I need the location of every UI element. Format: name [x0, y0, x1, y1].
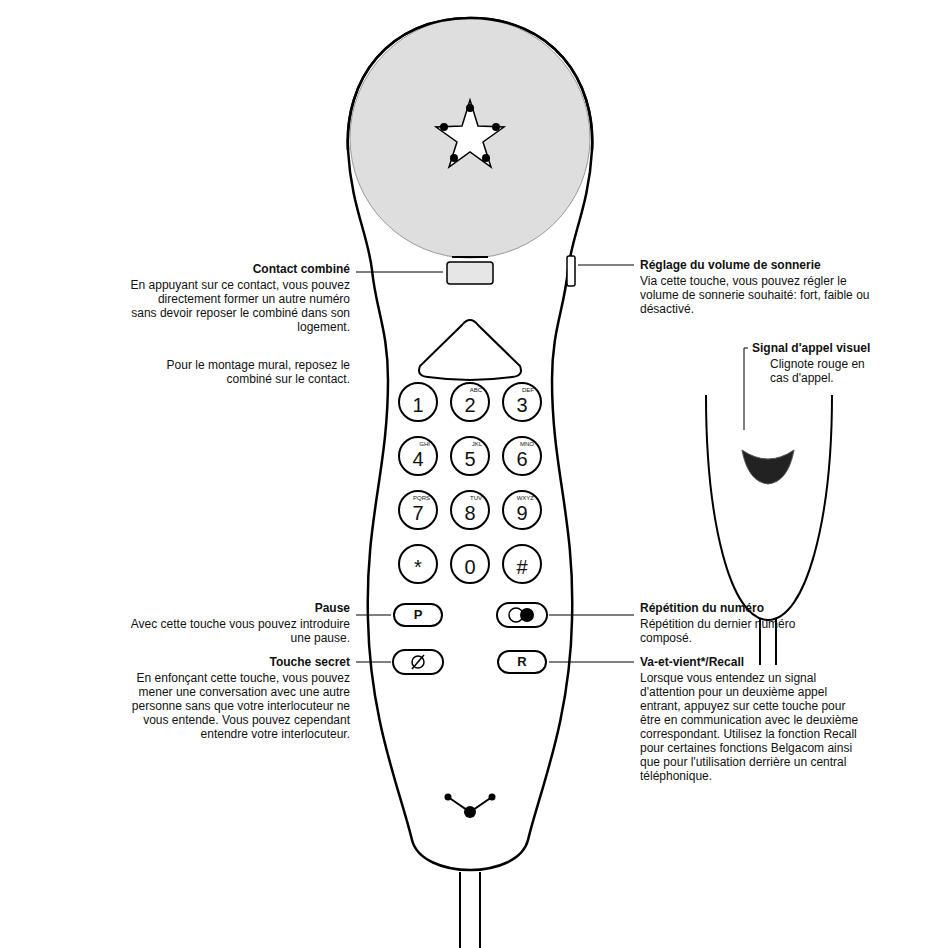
- callout-text: Avec cette touche vous pouvez introduire…: [130, 617, 350, 645]
- keypad-key: 3DEF: [502, 382, 542, 422]
- keypad-key: #: [502, 544, 542, 584]
- callout-heading: Répétition du numéro: [640, 601, 880, 615]
- keypad-key: 0: [450, 544, 490, 584]
- callout-text: Clignote rouge en cas d'appel.: [770, 357, 882, 385]
- key-label: 3: [516, 390, 527, 415]
- key-label: R: [517, 655, 526, 669]
- key-label: P: [414, 608, 423, 622]
- keypad-key: 6MNO: [502, 436, 542, 476]
- function-key: P: [393, 603, 443, 627]
- key-label: 2: [464, 390, 475, 415]
- handset-outline: [348, 18, 593, 870]
- keypad-key: 2ABC: [450, 382, 490, 422]
- keypad-key: 8TUV: [450, 490, 490, 530]
- keypad-key: 5JKL: [450, 436, 490, 476]
- keypad-key: 1: [398, 382, 438, 422]
- handset-triangle: [419, 320, 521, 380]
- key-letters: TUV: [470, 495, 482, 502]
- key-letters: ABC: [470, 387, 482, 394]
- microphone: [445, 794, 496, 819]
- key-label: 6: [516, 444, 527, 469]
- keypad-key: *: [398, 544, 438, 584]
- key-letters: WXYZ: [517, 495, 534, 502]
- callout-text: Lorsque vous entendez un signal d'attent…: [640, 671, 862, 783]
- redial-key: [497, 603, 547, 627]
- callout-heading: Réglage du volume de sonnerie: [640, 258, 890, 272]
- callout-heading: Contact combiné: [130, 262, 350, 276]
- key-letters: JKL: [472, 441, 482, 448]
- key-label: 1: [412, 390, 423, 415]
- volume-button: [567, 256, 575, 286]
- callout-text: En appuyant sur ce contact, vous pouvez …: [130, 278, 350, 334]
- earpiece: [350, 18, 590, 258]
- callout-note: Pour le montage mural, reposez le combin…: [130, 358, 350, 386]
- keypad-key: 9WXYZ: [502, 490, 542, 530]
- key-letters: GHI: [419, 441, 430, 448]
- key-label: *: [414, 552, 422, 577]
- key-label: 8: [464, 498, 475, 523]
- mute-key: [393, 650, 443, 674]
- key-label: 4: [412, 444, 423, 469]
- function-key: R: [497, 650, 547, 674]
- key-label: 0: [464, 552, 475, 577]
- key-letters: MNO: [520, 441, 534, 448]
- hook-contact: [447, 257, 493, 284]
- key-letters: DEF: [522, 387, 534, 394]
- key-letters: PQRS: [413, 495, 430, 502]
- key-label: 5: [464, 444, 475, 469]
- callout-heading: Signal d'appel visuel: [752, 341, 922, 355]
- cord: [460, 872, 480, 948]
- callout-text: Répétition du dernier numéro composé.: [640, 617, 810, 645]
- key-label: #: [516, 552, 527, 577]
- callout-text: Via cette touche, vous pouvez régler le …: [640, 274, 880, 316]
- earpiece-holes: [436, 100, 504, 167]
- callout-heading: Pause: [130, 601, 350, 615]
- callout-heading: Va-et-vient*/Recall: [640, 655, 880, 669]
- keypad-key: 4GHI: [398, 436, 438, 476]
- callout-text: En enfonçant cette touche, vous pouvez m…: [108, 671, 350, 741]
- keypad-key: 7PQRS: [398, 490, 438, 530]
- key-label: 7: [412, 498, 423, 523]
- key-label: 9: [516, 498, 527, 523]
- callout-heading: Touche secret: [130, 655, 350, 669]
